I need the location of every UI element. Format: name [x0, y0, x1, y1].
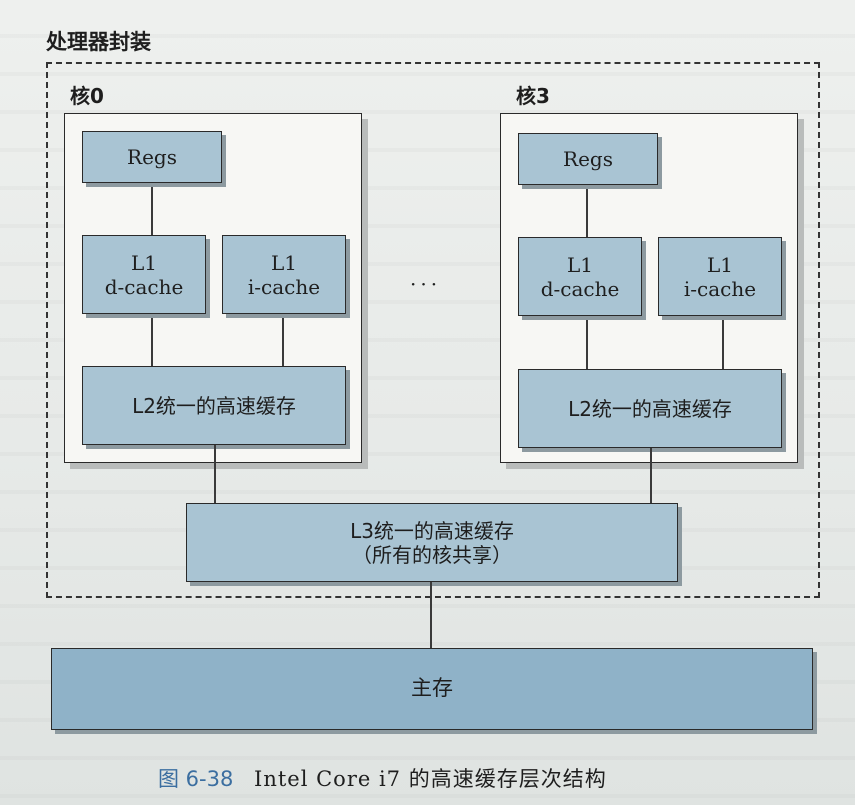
more-cores-ellipsis: ··· — [410, 272, 442, 296]
l1-dcache-core-0-level: L1 — [130, 250, 157, 275]
regs-core-3: Regs — [518, 133, 658, 185]
l1-icache-core-0-type: i-cache — [247, 274, 321, 299]
l1-icache-core-3: L1 i-cache — [658, 237, 782, 316]
main-memory-label: 主存 — [411, 676, 453, 701]
l3-cache-label: L3统一的高速缓存 — [350, 518, 514, 543]
figure-caption: 图 6-38 Intel Core i7 的高速缓存层次结构 — [158, 763, 607, 793]
l1-icache-core-3-type: i-cache — [683, 276, 757, 301]
l2-cache-core-3-label: L2统一的高速缓存 — [568, 396, 732, 421]
l2-cache-core-3: L2统一的高速缓存 — [518, 369, 782, 448]
connector-regs-l1d-core3 — [586, 184, 588, 238]
connector-l1i-l2-core0 — [282, 313, 284, 367]
l1-icache-core-0-level: L1 — [270, 250, 297, 275]
connector-l1i-l2-core3 — [722, 316, 724, 370]
processor-package-boundary — [46, 62, 820, 598]
package-label: 处理器封装 — [46, 30, 151, 54]
l2-cache-core-0: L2统一的高速缓存 — [82, 366, 346, 445]
l3-shared-cache: L3统一的高速缓存 （所有的核共享） — [186, 503, 678, 582]
regs-core-0: Regs — [82, 131, 222, 183]
connector-l1d-l2-core3 — [586, 316, 588, 370]
connector-l2-core3-to-l3 — [650, 448, 652, 504]
core-0-label: 核0 — [70, 84, 104, 108]
l1-dcache-core-3-type: d-cache — [540, 276, 620, 301]
l1-dcache-core-0: L1 d-cache — [82, 235, 206, 314]
l1-icache-core-3-level: L1 — [706, 252, 733, 277]
figure-title: Intel Core i7 的高速缓存层次结构 — [254, 767, 607, 791]
connector-l3-to-main-memory — [430, 582, 432, 649]
connector-l1d-l2-core0 — [151, 313, 153, 367]
main-memory: 主存 — [51, 648, 813, 730]
figure-number: 图 6-38 — [158, 767, 234, 791]
l1-dcache-core-0-type: d-cache — [104, 274, 184, 299]
l1-dcache-core-3: L1 d-cache — [518, 237, 642, 316]
core-3-label: 核3 — [516, 84, 550, 108]
connector-l2-core0-to-l3 — [214, 445, 216, 504]
l1-dcache-core-3-level: L1 — [566, 252, 593, 277]
l1-icache-core-0: L1 i-cache — [222, 235, 346, 314]
regs-core-0-label: Regs — [127, 145, 177, 169]
l2-cache-core-0-label: L2统一的高速缓存 — [132, 393, 296, 418]
connector-regs-l1d-core0 — [151, 182, 153, 236]
regs-core-3-label: Regs — [563, 147, 613, 171]
l3-cache-shared-note: （所有的核共享） — [352, 542, 512, 567]
